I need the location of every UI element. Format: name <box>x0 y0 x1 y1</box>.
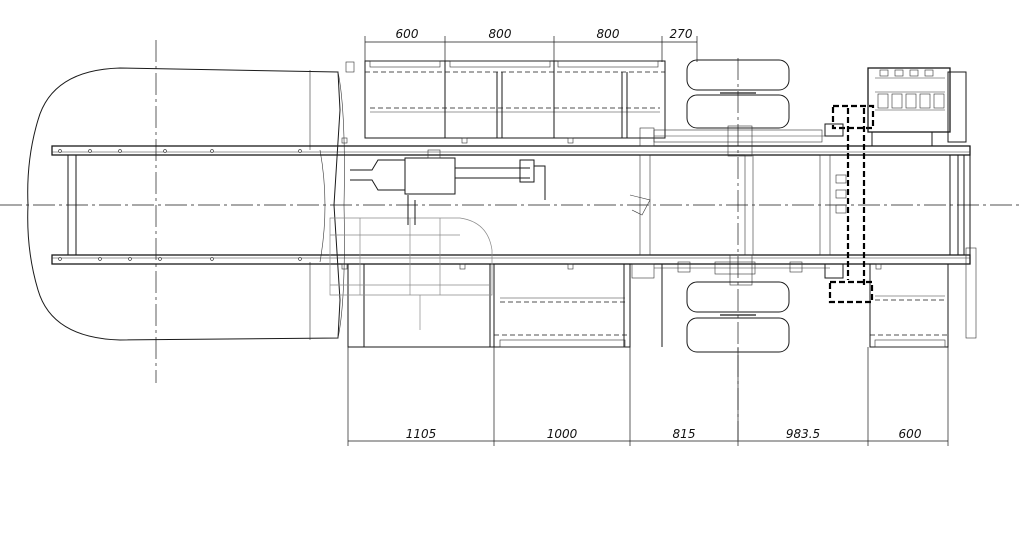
dim-top-4: 270 <box>670 27 693 41</box>
top-battery-modules <box>341 60 823 147</box>
dim-bottom-1: 1105 <box>406 427 437 441</box>
dim-top-2: 800 <box>489 27 512 41</box>
driveline <box>654 125 830 286</box>
dim-bottom-3: 815 <box>673 427 696 441</box>
dim-top-1: 600 <box>396 27 419 41</box>
dim-bottom-4: 983.5 <box>786 427 820 441</box>
fuel-tank-outline <box>329 217 493 330</box>
top-dimension-chain <box>364 36 698 62</box>
dim-bottom-2: 1000 <box>547 427 578 441</box>
frame-rails <box>51 145 971 265</box>
bottom-battery-modules <box>341 263 949 348</box>
exhaust-system <box>350 149 651 225</box>
electric-drive-unit <box>824 104 875 304</box>
bottom-dimension-chain <box>347 347 949 446</box>
rear-wheels <box>686 59 790 353</box>
dim-bottom-5: 600 <box>899 427 922 441</box>
cab-outline <box>27 67 345 341</box>
power-distribution-box <box>867 67 977 339</box>
dim-top-3: 800 <box>597 27 620 41</box>
